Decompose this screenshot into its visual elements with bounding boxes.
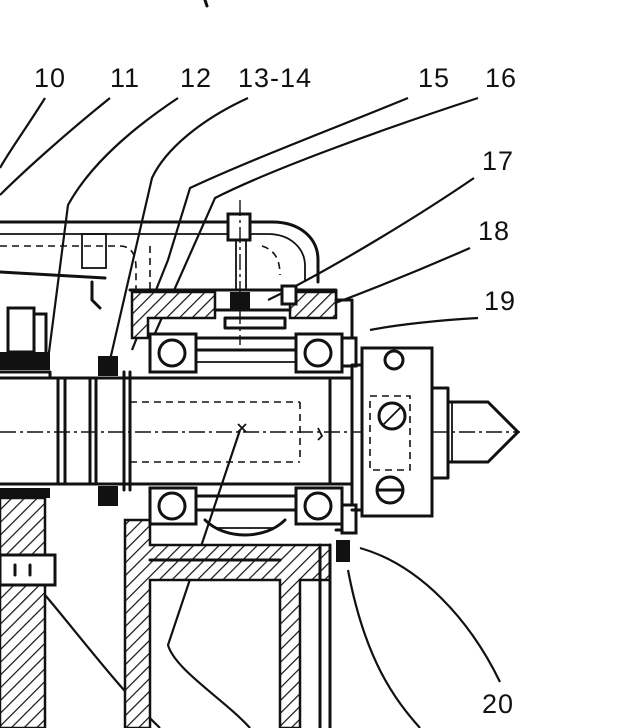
spindle-shaft [0, 370, 520, 492]
retaining-screws [280, 284, 350, 562]
label-10: 10 [34, 63, 66, 93]
label-16: 16 [485, 63, 517, 93]
bearing-housing [123, 288, 354, 728]
cover-screw [226, 200, 252, 345]
label-15: 15 [418, 63, 450, 93]
end-cap-and-center [334, 298, 520, 535]
housing-cover [0, 220, 320, 310]
label-13-14: 13-14 [238, 63, 312, 93]
label-18: 18 [478, 216, 510, 246]
label-12: 12 [180, 63, 212, 93]
cropped-text-fragment [203, 0, 209, 8]
label-17: 17 [482, 146, 514, 176]
shaft-center-mark [237, 423, 247, 433]
left-assembly [0, 306, 57, 728]
label-20: 20 [482, 689, 514, 719]
shaft-nuts [98, 356, 118, 506]
lower-bearings [148, 486, 344, 537]
leader-lines [0, 96, 501, 728]
label-11: 11 [110, 63, 140, 93]
label-19: 19 [484, 286, 516, 316]
upper-bearings [148, 332, 344, 374]
